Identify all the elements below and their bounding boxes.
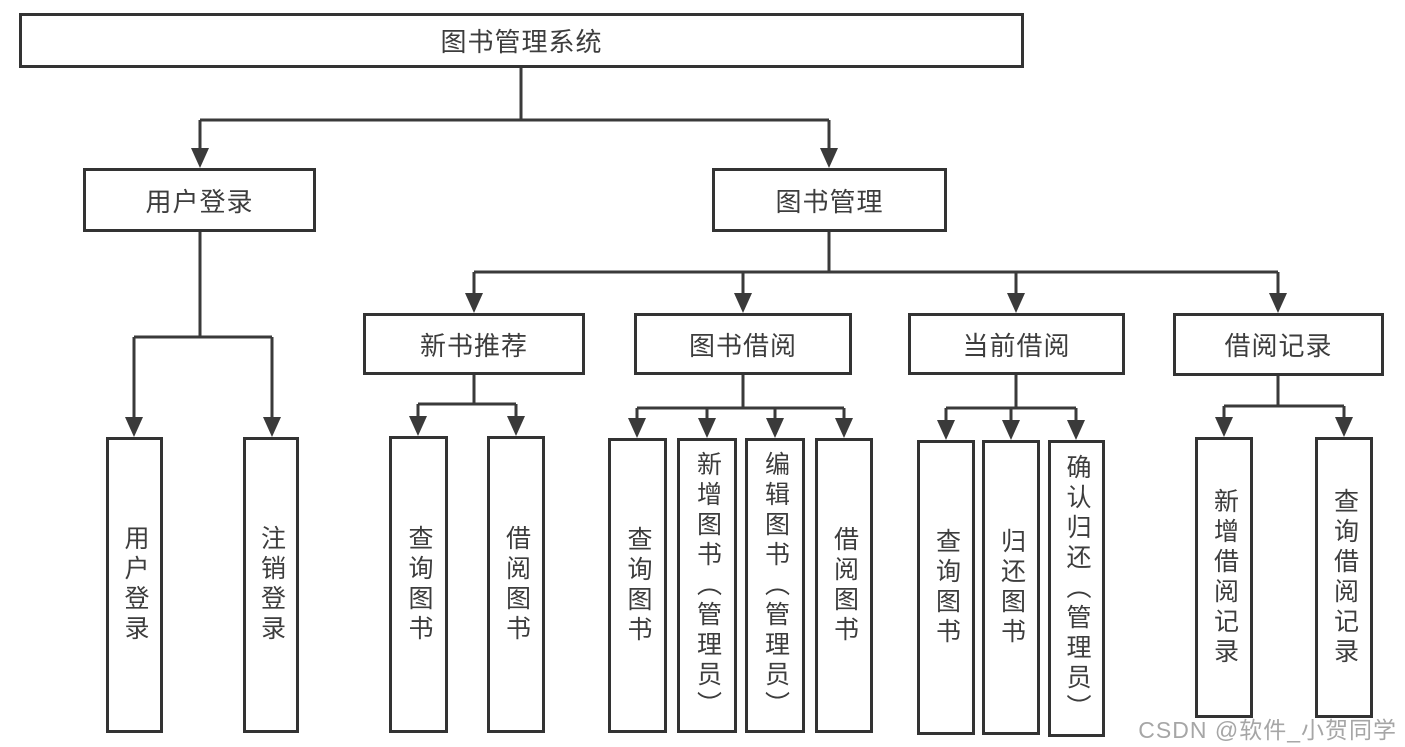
leaf-query-books-recommend: 查询图书 (389, 436, 448, 733)
leaf-return-books: 归还图书 (982, 440, 1040, 735)
leaf-user-login: 用户登录 (106, 437, 163, 733)
node-user-login: 用户登录 (83, 168, 316, 232)
leaf-borrow-books-recommend-label: 借阅图书 (502, 524, 531, 645)
node-current-borrow: 当前借阅 (908, 313, 1125, 375)
leaf-add-borrow-record-label: 新增借阅记录 (1210, 487, 1239, 668)
leaf-query-borrow-record: 查询借阅记录 (1315, 437, 1373, 718)
node-book-borrow-label: 图书借阅 (688, 330, 797, 361)
node-user-login-label: 用户登录 (145, 186, 254, 217)
node-current-borrow-label: 当前借阅 (962, 330, 1071, 361)
leaf-add-book-admin: 新增图书（管理员） (677, 438, 737, 733)
node-book-management-label: 图书管理 (775, 186, 884, 217)
leaf-logout-label: 注销登录 (257, 525, 286, 645)
leaf-query-books-current: 查询图书 (917, 440, 975, 735)
node-new-book-recommend-label: 新书推荐 (419, 330, 528, 361)
node-root-label: 图书管理系统 (440, 27, 603, 57)
leaf-confirm-return-admin-label: 确认归还（管理员） (1063, 453, 1091, 724)
leaf-query-books-recommend-label: 查询图书 (405, 524, 433, 645)
leaf-borrow-books-2: 借阅图书 (815, 438, 873, 733)
leaf-add-borrow-record: 新增借阅记录 (1195, 437, 1253, 718)
leaf-query-books-current-label: 查询图书 (932, 527, 961, 648)
node-root: 图书管理系统 (19, 13, 1024, 68)
leaf-query-books-borrow: 查询图书 (608, 438, 667, 733)
leaf-borrow-books-recommend: 借阅图书 (487, 436, 545, 733)
leaf-add-book-admin-label: 新增图书（管理员） (693, 450, 722, 721)
node-borrow-records: 借阅记录 (1173, 313, 1384, 376)
leaf-query-borrow-record-label: 查询借阅记录 (1330, 487, 1359, 668)
leaf-edit-book-admin: 编辑图书（管理员） (745, 438, 805, 733)
leaf-query-books-borrow-label: 查询图书 (624, 525, 652, 646)
watermark: CSDN @软件_小贺同学 (1138, 717, 1397, 743)
node-book-management: 图书管理 (712, 168, 947, 232)
leaf-edit-book-admin-label: 编辑图书（管理员） (761, 450, 790, 721)
leaf-logout: 注销登录 (243, 437, 299, 733)
leaf-confirm-return-admin: 确认归还（管理员） (1048, 440, 1105, 737)
node-borrow-records-label: 借阅记录 (1224, 331, 1333, 361)
leaf-return-books-label: 归还图书 (997, 527, 1026, 648)
node-new-book-recommend: 新书推荐 (363, 313, 585, 375)
node-book-borrow: 图书借阅 (634, 313, 852, 375)
leaf-borrow-books-2-label: 借阅图书 (830, 525, 859, 646)
leaf-user-login-label: 用户登录 (121, 525, 149, 645)
